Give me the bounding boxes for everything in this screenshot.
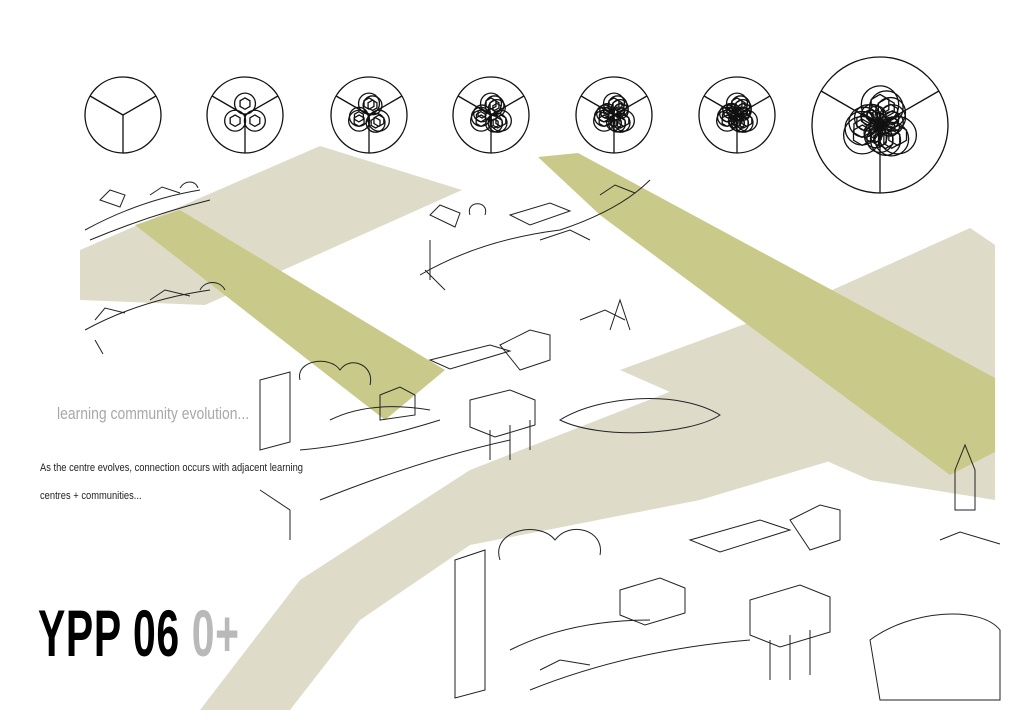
hexagon — [866, 108, 879, 123]
sketch-bottom — [454, 443, 1001, 701]
hexagon — [731, 117, 739, 126]
sketch-top-center — [419, 179, 651, 291]
subtitle: learning community evolution... — [57, 404, 250, 423]
hexagon — [869, 129, 882, 144]
olive-band-right — [538, 153, 995, 475]
hexagon — [871, 109, 882, 122]
board-title: YPP 06 0+ — [38, 600, 240, 666]
olive-band-left — [135, 210, 445, 420]
hexagon — [353, 110, 364, 123]
evolution-diagram-1 — [84, 76, 162, 154]
hexagon — [367, 99, 378, 112]
inner-circle — [735, 103, 752, 119]
inner-circle — [243, 109, 266, 132]
hexagon — [477, 108, 487, 119]
inner-circle — [866, 105, 887, 126]
evolution-diagram-2 — [206, 76, 284, 154]
sketch-clusters — [84, 179, 1001, 701]
hexagon — [868, 126, 879, 139]
hexagon — [609, 118, 619, 128]
divider-line — [89, 95, 124, 116]
inner-circle — [599, 103, 616, 119]
inner-circle — [487, 99, 506, 118]
inner-circle — [880, 116, 901, 137]
evolution-diagram-6 — [698, 76, 776, 154]
inner-circle — [612, 103, 629, 119]
description-line-1: As the centre evolves, connection occurs… — [40, 462, 303, 474]
divider-line — [879, 90, 940, 126]
inner-circle — [224, 109, 247, 132]
inner-circle — [233, 92, 257, 115]
evolution-diagram-4 — [452, 76, 530, 154]
title-suffix: 0+ — [191, 596, 240, 670]
hexagon — [884, 120, 896, 133]
evolution-diagram-7 — [811, 56, 949, 194]
sketch-middle — [259, 298, 721, 540]
inner-circle — [736, 106, 751, 121]
divider-line — [122, 95, 157, 116]
inner-circle — [880, 111, 904, 135]
hexagon — [602, 106, 612, 116]
inner-circle — [348, 106, 369, 127]
hexagon — [370, 116, 381, 129]
hexagon — [229, 114, 241, 128]
description-line-2: centres + communities... — [40, 490, 142, 502]
inner-circle — [608, 114, 627, 133]
inner-circle — [348, 109, 371, 132]
evolution-diagrams — [84, 56, 949, 194]
divider-line — [820, 90, 881, 126]
title-main: YPP 06 — [38, 596, 180, 670]
hexagon — [616, 106, 626, 116]
beige-band-upper — [80, 146, 462, 305]
hexagon — [728, 105, 737, 114]
hexagon — [489, 118, 499, 129]
inner-circle — [606, 115, 622, 131]
inner-circle — [362, 95, 383, 116]
evolution-diagram-5 — [575, 76, 653, 154]
hexagon — [239, 97, 251, 111]
sketch-top-left — [84, 181, 226, 355]
hexagon — [492, 102, 502, 114]
hexagon — [740, 109, 748, 118]
hexagon — [249, 114, 261, 128]
hexagon — [886, 116, 899, 130]
evolution-diagram-3 — [330, 76, 408, 154]
inner-circle — [485, 114, 504, 133]
